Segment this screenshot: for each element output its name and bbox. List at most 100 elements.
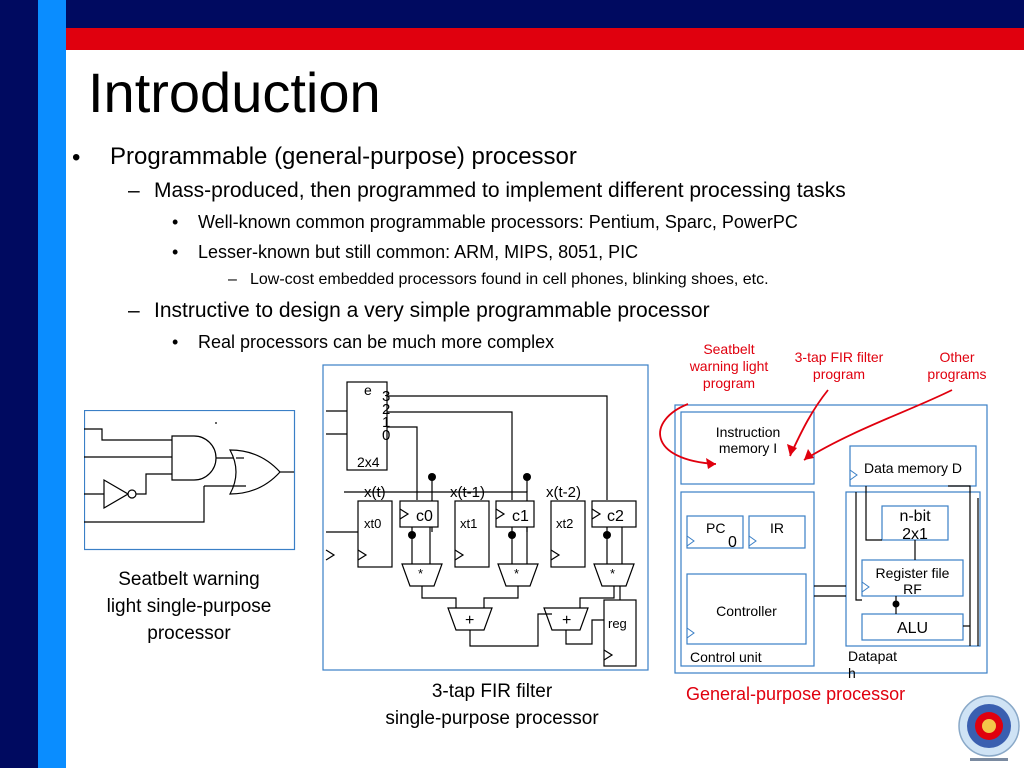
c1-register: [495, 500, 535, 528]
or-gate-icon: [228, 449, 281, 495]
wire: [84, 428, 172, 441]
caption-line: processor: [147, 623, 231, 644]
clock-icon: [591, 508, 602, 520]
decoder-label: 2x4: [357, 454, 380, 470]
junction-dot: [408, 531, 416, 539]
wire: [421, 586, 457, 608]
wire: [579, 586, 615, 608]
top-navy-bar: [66, 0, 1024, 28]
clock-icon: [686, 627, 695, 639]
wire: [387, 411, 513, 500]
left-blue-bar: [38, 0, 66, 768]
bullet-1-2: Instructive to design a very simple prog…: [154, 299, 710, 322]
wire: [948, 485, 971, 646]
clock-icon: [849, 469, 858, 481]
bullet-1-1-1: Well-known common programmable processor…: [198, 212, 798, 232]
label-line: memory I: [718, 440, 778, 456]
label-line: RF: [903, 581, 922, 597]
wire: [469, 613, 552, 647]
clock-icon: [550, 549, 561, 561]
wire: [565, 619, 604, 645]
adder-1: [543, 607, 589, 631]
decoder-output-3: 3: [382, 388, 391, 405]
bullet-marker: •: [172, 332, 179, 352]
junction-dot: [508, 531, 516, 539]
caption-line: 3-tap FIR filter: [431, 681, 553, 702]
alu-box: [861, 613, 964, 641]
annotation-line: Other: [939, 349, 975, 365]
xt2-label: xt2: [556, 516, 574, 531]
wire: [387, 426, 418, 500]
pc-register: [686, 515, 744, 549]
label-line: Register file: [875, 565, 950, 581]
fir-filter-diagram: [322, 364, 649, 671]
decoder-box: [346, 381, 388, 471]
bullet-marker: –: [228, 271, 237, 288]
annotation-line: Seatbelt: [703, 341, 755, 357]
wire: [387, 395, 608, 500]
annotation-seatbelt-program: Seatbelt warning light program: [676, 341, 782, 392]
left-navy-bar: [0, 0, 38, 768]
bullet-marker: •: [172, 242, 179, 262]
mult-symbol: *: [418, 566, 424, 581]
datapath-label: Datapat h: [848, 648, 897, 682]
wire: [84, 486, 205, 523]
data-memory-box: [849, 445, 977, 487]
clock-icon: [325, 549, 336, 561]
wire: [855, 492, 862, 601]
inverter-bubble: [127, 489, 137, 499]
bullet-1-2-1: Real processors can be much more complex: [198, 332, 555, 352]
wire: [136, 473, 172, 495]
top-red-bar: [66, 28, 1024, 50]
mux-label: n-bit 2x1: [882, 508, 948, 544]
arrowhead-icon: [804, 449, 814, 460]
clock-icon: [495, 508, 506, 520]
adder-0: [447, 607, 493, 631]
label-line: Datapat: [848, 648, 898, 664]
clock-icon: [399, 508, 410, 520]
and-gate-icon: [171, 435, 217, 481]
bullet-marker: –: [128, 299, 140, 322]
control-unit-label: Control unit: [690, 649, 762, 665]
bullet-1-1-2: Lesser-known but still common: ARM, MIPS…: [198, 242, 639, 262]
decoder-output-0: 0: [382, 427, 391, 444]
junction-dot: [892, 600, 900, 608]
bullet-marker: –: [128, 179, 140, 202]
multiplier-2: [593, 563, 635, 587]
multiplier-1: [497, 563, 539, 587]
bullet-marker: •: [72, 144, 81, 171]
clock-icon: [861, 581, 870, 593]
label-line: n-bit: [899, 508, 931, 525]
output-register: [603, 599, 637, 667]
not-gate-icon: [103, 478, 130, 510]
c1-label: c1: [512, 508, 529, 525]
clock-icon: [686, 535, 695, 547]
slide-title: Introduction: [88, 61, 381, 124]
seatbelt-circuit-diagram: [84, 410, 296, 551]
arrow-other-programs: [803, 389, 953, 461]
xt1-label: xt1: [460, 516, 478, 531]
wire: [865, 486, 882, 541]
decoder-output-1: 1: [382, 414, 391, 431]
bullet-1-1: Mass-produced, then programmed to implem…: [154, 179, 846, 202]
add-symbol: +: [465, 612, 475, 629]
annotation-line: 3-tap FIR filter: [794, 349, 884, 365]
instruction-memory-label: Instruction memory I: [682, 424, 814, 456]
data-memory-label: Data memory D: [863, 460, 963, 476]
arrowhead-icon: [706, 458, 716, 469]
add-symbol: +: [562, 612, 572, 629]
annotation-line: programs: [927, 366, 987, 382]
label-line: h: [848, 665, 856, 681]
fir-caption: 3-tap FIR filter single-purpose processo…: [322, 678, 662, 732]
input-label-xt2: x(t-2): [546, 484, 581, 501]
c2-label: c2: [607, 508, 624, 525]
multiplier-0: [401, 563, 443, 587]
input-label-xt1: x(t-1): [450, 484, 485, 501]
register-file-box: [861, 559, 964, 597]
caption-line: single-purpose processor: [385, 708, 599, 729]
seatbelt-caption: Seatbelt warning light single-purpose pr…: [82, 566, 296, 647]
wire: [483, 586, 519, 608]
c0-register: [399, 500, 439, 528]
arrow-seatbelt-program: [659, 403, 717, 465]
caption-line: light single-purpose: [106, 596, 272, 617]
